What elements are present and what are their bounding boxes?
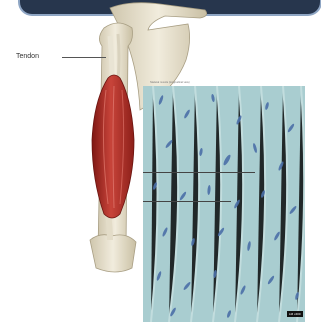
scale-bar: LM x400 [287,311,303,317]
leader-line-tendon [62,57,106,58]
muscle-micrograph [143,86,305,322]
leader-line-fiber [143,201,231,202]
tendon-label: Tendon [16,53,39,60]
micrograph-panel [143,86,305,322]
micrograph-caption: Skeletal muscle (longitudinal view) [150,81,190,84]
biceps-muscle [92,75,134,218]
leader-line-nucleus [143,172,255,173]
